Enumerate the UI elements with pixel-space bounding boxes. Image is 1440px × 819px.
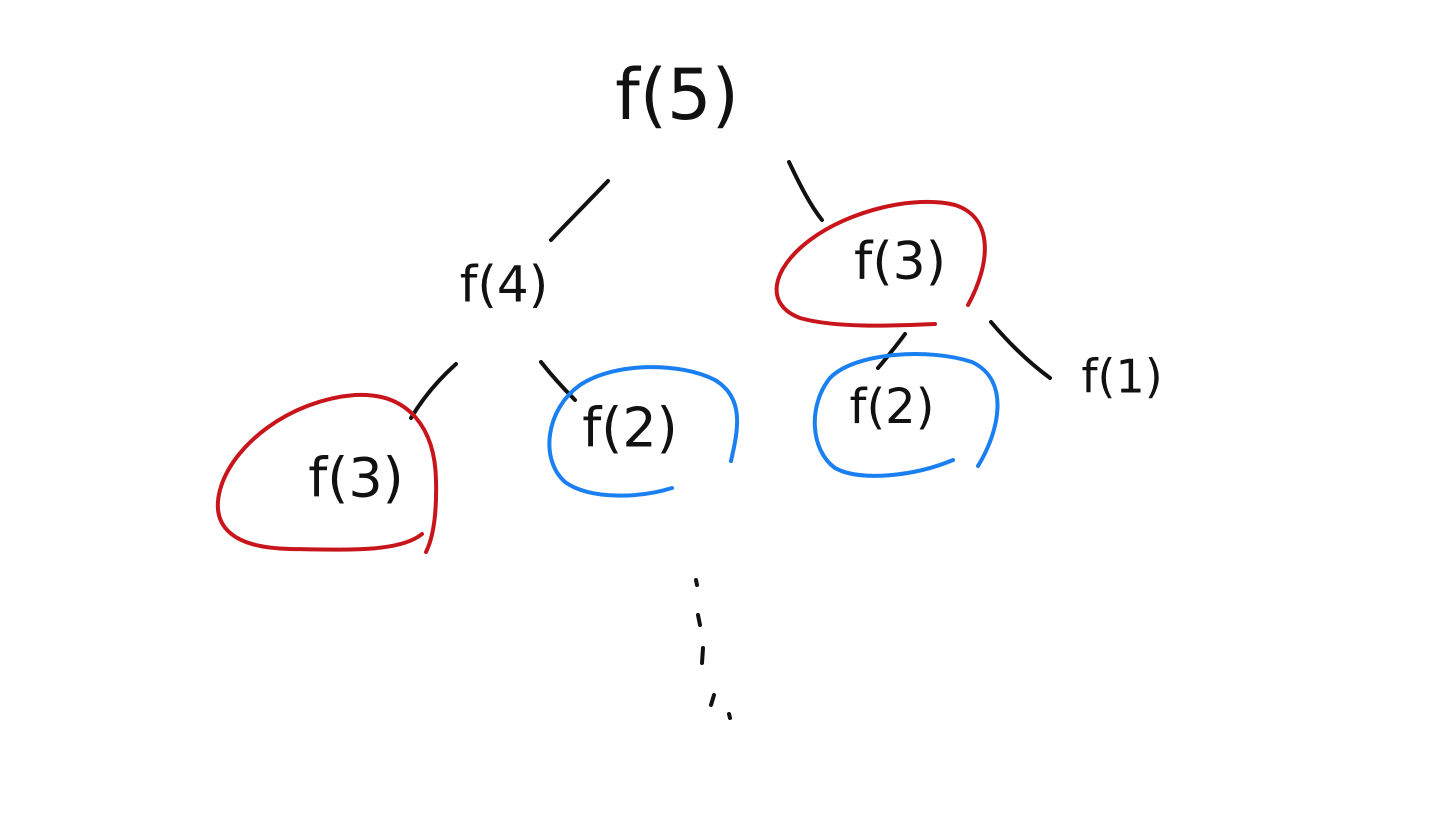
edge-root-to-left: [549, 179, 610, 242]
node-left-right: f(2): [582, 397, 678, 460]
edge-root-to-right: [787, 160, 824, 222]
blue-highlight-loop-right: [812, 352, 1000, 478]
node-right: f(3): [854, 232, 946, 292]
node-left-left: f(3): [308, 447, 404, 510]
red-highlight-loop-right: [774, 199, 987, 328]
edge-right-to-right-right: [989, 320, 1052, 380]
continuation-dots: [694, 578, 732, 720]
node-right-left: f(2): [850, 379, 935, 435]
node-left: f(4): [460, 256, 548, 314]
edge-left-to-left-left: [409, 362, 458, 420]
red-highlight-loop-left: [215, 392, 439, 554]
edge-right-to-right-left: [876, 332, 907, 370]
node-root: f(5): [615, 54, 739, 136]
blue-highlight-loop-left: [547, 365, 740, 498]
edge-left-to-left-right: [539, 360, 577, 402]
node-right-right: f(1): [1081, 350, 1162, 404]
